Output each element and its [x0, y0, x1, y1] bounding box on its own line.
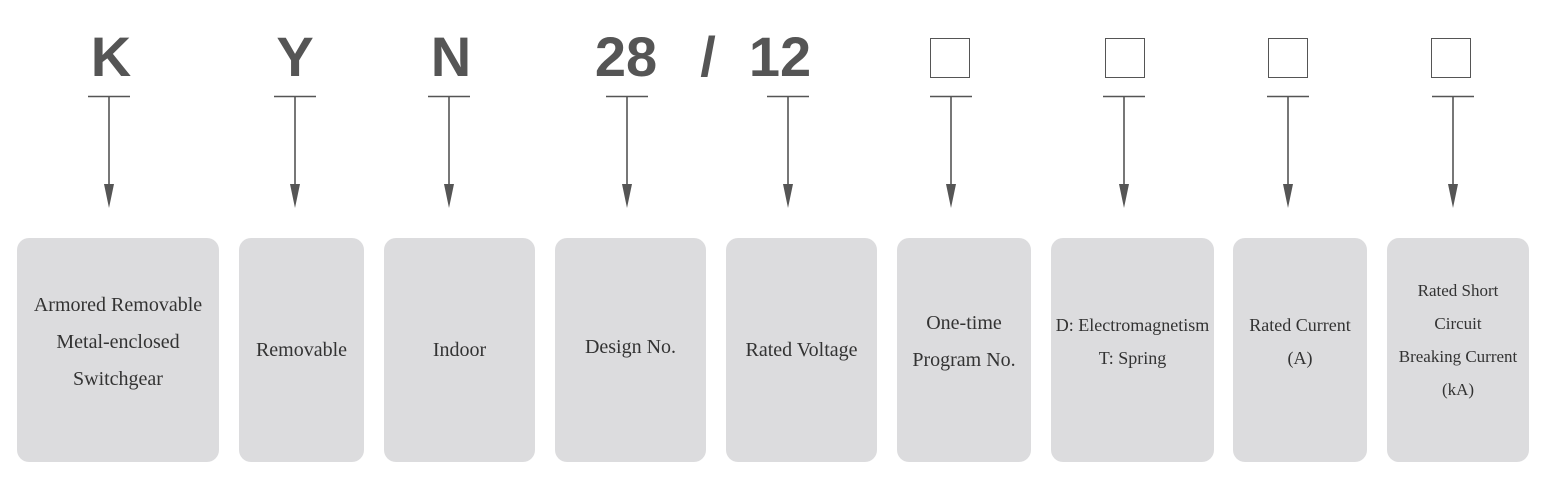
desc-text-armored: Armored Removable Metal-enclosed Switchg…	[33, 293, 203, 390]
desc-box-mechanism: D: Electromagnetism T: Spring	[1051, 238, 1214, 462]
down-arrow-icon	[104, 184, 114, 208]
down-arrow-icon	[783, 184, 793, 208]
desc-text-removable: Removable	[255, 338, 348, 361]
arrow-n	[428, 95, 470, 208]
code-design-number: 28	[594, 25, 658, 88]
down-arrow-icon	[1119, 184, 1129, 208]
code-rated-voltage: 12	[748, 25, 812, 88]
arrow-breaking	[1432, 95, 1474, 208]
arrow-rated-voltage	[767, 95, 809, 208]
code-separator: /	[700, 25, 716, 88]
placeholder-box-mechanism	[1105, 38, 1145, 78]
arrow-k	[88, 95, 130, 208]
desc-text-mechanism: D: Electromagnetism T: Spring	[1055, 315, 1210, 368]
arrow-program	[930, 95, 972, 208]
desc-text-breaking: Rated Short Circuit Breaking Current (kA…	[1398, 281, 1518, 399]
placeholder-box-breaking	[1431, 38, 1471, 78]
code-y: Y	[276, 25, 314, 88]
down-arrow-icon	[1448, 184, 1458, 208]
arrow-mechanism	[1103, 95, 1145, 208]
placeholder-box-current	[1268, 38, 1308, 78]
desc-box-armored: Armored Removable Metal-enclosed Switchg…	[17, 238, 219, 462]
desc-text-design-number: Design No.	[584, 335, 677, 358]
desc-text-program: One-time Program No.	[912, 312, 1016, 371]
desc-text-rated-voltage: Rated Voltage	[745, 338, 858, 361]
desc-box-indoor: Indoor	[384, 238, 535, 462]
down-arrow-icon	[1283, 184, 1293, 208]
desc-box-program: One-time Program No.	[897, 238, 1031, 462]
arrow-design-number	[606, 95, 648, 208]
desc-box-design-number: Design No.	[555, 238, 706, 462]
desc-box-current: Rated Current (A)	[1233, 238, 1367, 462]
down-arrow-icon	[290, 184, 300, 208]
down-arrow-icon	[444, 184, 454, 208]
desc-box-removable: Removable	[239, 238, 364, 462]
desc-box-rated-voltage: Rated Voltage	[726, 238, 877, 462]
down-arrow-icon	[622, 184, 632, 208]
down-arrow-icon	[946, 184, 956, 208]
code-k: K	[90, 25, 132, 88]
desc-box-breaking: Rated Short Circuit Breaking Current (kA…	[1387, 238, 1529, 462]
code-n: N	[430, 25, 472, 88]
placeholder-box-program	[930, 38, 970, 78]
desc-text-current: Rated Current (A)	[1249, 315, 1351, 368]
arrow-current	[1267, 95, 1309, 208]
desc-text-indoor: Indoor	[432, 338, 487, 361]
arrow-y	[274, 95, 316, 208]
